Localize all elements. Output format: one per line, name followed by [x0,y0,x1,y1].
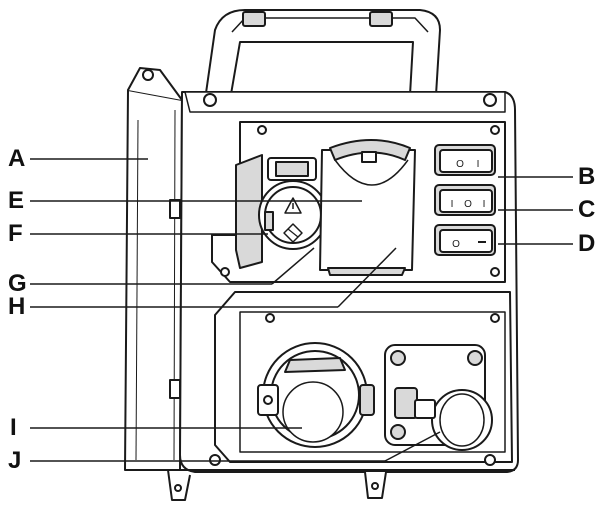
leader-j-diag [384,431,441,462]
square-socket [384,344,493,451]
label-a: A [8,145,26,172]
svg-text:I: I [477,159,480,170]
carry-handle [204,9,441,101]
large-round-socket [257,342,375,448]
upper-socket-recess [235,154,263,269]
svg-text:O: O [452,239,460,250]
label-b: B [578,163,596,190]
switch-bank: O I I O I O [434,144,496,256]
label-e: E [8,187,25,214]
hinged-cover [319,139,416,276]
side-housing [124,67,183,471]
label-g: G [8,270,27,297]
label-f: F [8,220,23,247]
label-d: D [578,230,596,257]
leader-h-diag [337,247,397,308]
feet [130,469,515,501]
svg-text:I: I [451,199,454,210]
leader-lines [30,158,573,462]
svg-text:O: O [456,159,464,170]
svg-text:O: O [464,199,472,210]
label-c: C [578,196,596,223]
label-h: H [8,293,26,320]
upper-socket [258,157,328,250]
leader-g-diag [271,247,315,285]
svg-text:I: I [483,199,486,210]
label-j: J [8,447,22,474]
label-i: I [10,414,17,441]
